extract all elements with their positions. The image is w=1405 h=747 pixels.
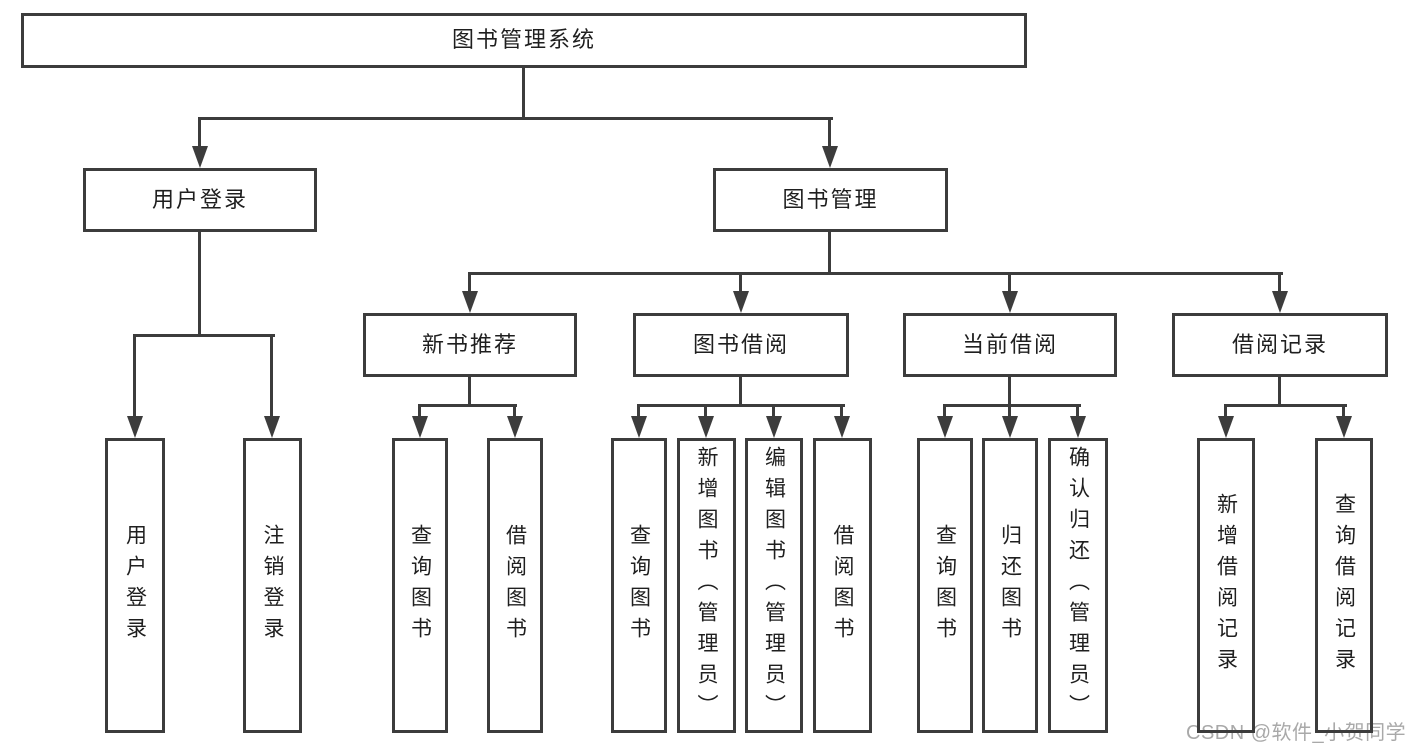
connector-line: [828, 117, 831, 149]
arrow-down-icon: [1002, 291, 1018, 313]
connector-line: [133, 334, 136, 419]
connector-line: [739, 377, 742, 405]
arrow-down-icon: [766, 416, 782, 438]
leaf-logout: 注销登录: [243, 438, 302, 733]
node-borrowing-records-label: 借阅记录: [1231, 331, 1328, 357]
leaf-user-login: 用户登录: [105, 438, 165, 733]
arrow-down-icon: [937, 416, 953, 438]
node-current-borrowing: 当前借阅: [903, 313, 1117, 377]
node-borrowing-records: 借阅记录: [1172, 313, 1388, 377]
leaf-edit-book-admin: 编辑图书（管理员）: [745, 438, 803, 733]
arrow-down-icon: [1070, 416, 1086, 438]
node-new-book-recommendation: 新书推荐: [363, 313, 577, 377]
leaf-query-books-recommend-label: 查询图书: [408, 523, 432, 648]
connector-line: [704, 404, 707, 418]
connector-line: [522, 68, 525, 118]
leaf-confirm-return-admin-label: 确认归还（管理员）: [1066, 446, 1090, 725]
arrow-down-icon: [1218, 416, 1234, 438]
leaf-add-borrow-record-label: 新增借阅记录: [1214, 492, 1238, 679]
leaf-borrow-books-recommend-label: 借阅图书: [503, 523, 527, 648]
connector-line: [198, 117, 833, 120]
arrow-down-icon: [822, 146, 838, 168]
connector-line: [1278, 377, 1281, 405]
leaf-borrow-books-recommend: 借阅图书: [487, 438, 543, 733]
connector-line: [198, 117, 201, 149]
arrow-down-icon: [462, 291, 478, 313]
connector-line: [418, 404, 421, 418]
leaf-borrow-books-borrowing: 借阅图书: [813, 438, 872, 733]
arrow-down-icon: [264, 416, 280, 438]
leaf-logout-label: 注销登录: [261, 523, 284, 648]
arrow-down-icon: [698, 416, 714, 438]
node-book-borrowing: 图书借阅: [633, 313, 849, 377]
node-current-borrowing-label: 当前借阅: [961, 331, 1058, 357]
leaf-user-login-label: 用户登录: [123, 523, 147, 648]
connector-line: [637, 404, 640, 418]
arrow-down-icon: [192, 146, 208, 168]
connector-line: [513, 404, 516, 418]
arrow-down-icon: [1336, 416, 1352, 438]
connector-line: [468, 272, 1283, 275]
leaf-query-books-current-label: 查询图书: [933, 523, 957, 648]
leaf-edit-book-admin-label: 编辑图书（管理员）: [762, 446, 786, 725]
leaf-query-books-current: 查询图书: [917, 438, 973, 733]
arrow-down-icon: [1002, 416, 1018, 438]
connector-line: [772, 404, 775, 418]
arrow-down-icon: [507, 416, 523, 438]
connector-line: [198, 232, 201, 335]
leaf-query-books-borrowing: 查询图书: [611, 438, 667, 733]
connector-line: [637, 404, 845, 407]
connector-line: [133, 334, 275, 337]
connector-line: [943, 404, 1081, 407]
node-root: 图书管理系统: [21, 13, 1027, 68]
connector-line: [270, 334, 273, 419]
connector-line: [468, 272, 471, 294]
connector-line: [418, 404, 517, 407]
node-user-login-label: 用户登录: [151, 186, 248, 212]
arrow-down-icon: [733, 291, 749, 313]
leaf-query-books-borrowing-label: 查询图书: [627, 523, 651, 648]
leaf-query-books-recommend: 查询图书: [392, 438, 448, 733]
leaf-add-book-admin-label: 新增图书（管理员）: [695, 446, 718, 725]
arrow-down-icon: [1272, 291, 1288, 313]
watermark: CSDN @软件_小贺同学: [1186, 722, 1405, 744]
node-root-label: 图书管理系统: [451, 27, 596, 53]
arrow-down-icon: [412, 416, 428, 438]
connector-line: [943, 404, 946, 418]
connector-line: [739, 272, 742, 294]
leaf-confirm-return-admin: 确认归还（管理员）: [1048, 438, 1108, 733]
node-new-book-recommendation-label: 新书推荐: [421, 331, 518, 357]
connector-line: [1342, 404, 1345, 418]
node-book-borrowing-label: 图书借阅: [692, 331, 789, 357]
node-book-management-label: 图书管理: [782, 186, 879, 212]
leaf-borrow-books-borrowing-label: 借阅图书: [831, 523, 854, 648]
connector-line: [468, 377, 471, 405]
leaf-add-book-admin: 新增图书（管理员）: [677, 438, 736, 733]
connector-line: [1008, 377, 1011, 405]
node-user-login: 用户登录: [83, 168, 317, 232]
leaf-query-borrow-record: 查询借阅记录: [1315, 438, 1373, 733]
connector-line: [1008, 404, 1011, 418]
leaf-add-borrow-record: 新增借阅记录: [1197, 438, 1255, 733]
node-book-management: 图书管理: [713, 168, 948, 232]
connector-line: [1224, 404, 1227, 418]
connector-line: [1278, 272, 1281, 294]
leaf-return-book-label: 归还图书: [998, 523, 1022, 648]
arrow-down-icon: [127, 416, 143, 438]
connector-line: [1224, 404, 1347, 407]
connector-line: [1008, 272, 1011, 294]
leaf-query-borrow-record-label: 查询借阅记录: [1332, 492, 1356, 679]
arrow-down-icon: [834, 416, 850, 438]
connector-line: [840, 404, 843, 418]
connector-line: [1076, 404, 1079, 418]
leaf-return-book: 归还图书: [982, 438, 1038, 733]
connector-line: [828, 232, 831, 273]
arrow-down-icon: [631, 416, 647, 438]
